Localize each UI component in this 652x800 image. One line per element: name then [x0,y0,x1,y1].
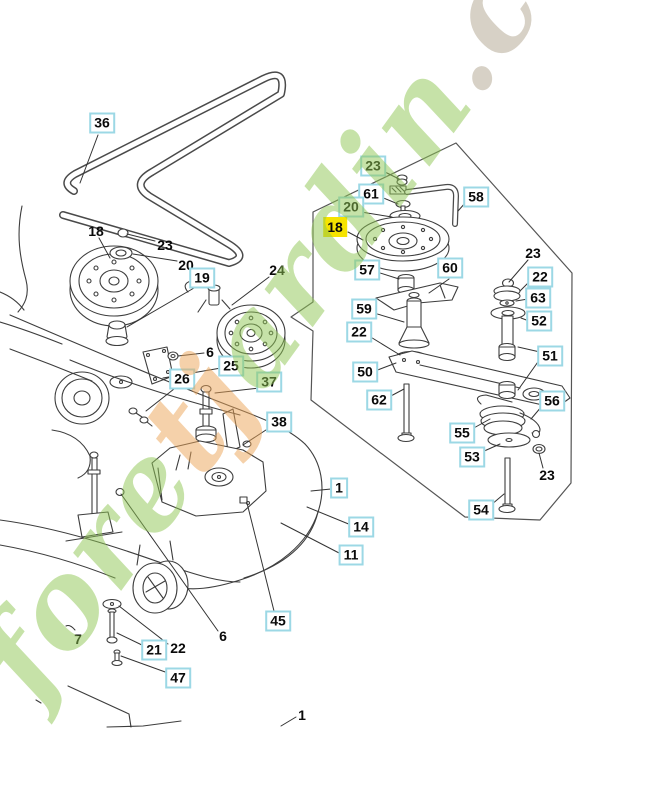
part-label-58[interactable]: 58 [463,186,489,208]
part-label-23-main: 23 [157,237,173,253]
part-label-19[interactable]: 19 [189,267,215,289]
part-label-63[interactable]: 63 [525,287,551,309]
bolts-21-47 [102,598,123,667]
part-label-54[interactable]: 54 [468,499,494,521]
mount-plate-25 [142,346,179,385]
part-label-23-d2: 23 [525,245,541,261]
part-label-22-d1[interactable]: 22 [346,321,372,343]
part-label-22-low: 22 [170,640,186,656]
part-label-52[interactable]: 52 [526,310,552,332]
detail-top-hardware [395,174,411,213]
part-label-6-low: 6 [219,628,227,644]
part-label-21[interactable]: 21 [141,639,167,661]
caster-wheel [132,540,189,614]
part-label-23-d1[interactable]: 23 [360,155,386,177]
part-label-55[interactable]: 55 [449,422,475,444]
part-label-56[interactable]: 56 [539,390,565,412]
part-label-22-d2[interactable]: 22 [527,266,553,288]
part-label-61[interactable]: 61 [358,183,384,205]
part-label-1-right[interactable]: 1 [330,477,348,499]
part-label-47[interactable]: 47 [165,667,191,689]
part-label-37[interactable]: 37 [256,371,282,393]
part-label-18-hl[interactable]: 18 [323,217,347,237]
bolt-23-and-washer-20 [109,228,133,260]
part-label-62[interactable]: 62 [366,389,392,411]
part-label-26[interactable]: 26 [169,368,195,390]
drive-belt [59,71,287,267]
discharge-cover [151,440,267,517]
part-label-6-mid: 6 [206,344,214,360]
part-label-57[interactable]: 57 [354,259,380,281]
part-label-60[interactable]: 60 [437,257,463,279]
deck-outline [0,314,323,728]
spindle-37 [195,384,217,443]
bracket-38 [222,408,252,453]
pulley-left-partial [51,371,110,479]
part-label-51[interactable]: 51 [537,345,563,367]
part-label-11[interactable]: 11 [338,544,364,566]
blade-spindle-left [65,451,125,542]
part-label-36[interactable]: 36 [89,112,115,134]
part-label-23-d3: 23 [539,467,555,483]
part-label-50[interactable]: 50 [352,361,378,383]
part-label-25[interactable]: 25 [218,355,244,377]
part-label-59[interactable]: 59 [351,298,377,320]
part-label-20-d[interactable]: 20 [338,196,364,218]
part-label-18-main: 18 [88,223,104,239]
detail-pulley-18 [356,209,450,272]
cup-19 [105,320,129,347]
detail-callout-polygon [290,142,573,521]
pulley-18-left [69,245,159,327]
part-label-14[interactable]: 14 [348,516,374,538]
idler-pulley-24 [216,304,286,369]
part-label-24: 24 [269,262,285,278]
part-label-38[interactable]: 38 [266,411,292,433]
spring-55-group [476,394,546,514]
part-label-7: 7 [74,631,82,647]
part-label-45[interactable]: 45 [265,610,291,632]
deck-edge-fragments [0,205,63,345]
part-label-53[interactable]: 53 [459,446,485,468]
screws-26 [109,375,153,427]
part-label-1-low: 1 [298,707,306,723]
handle-rod-58 [389,183,459,227]
leader-lines [65,134,544,727]
